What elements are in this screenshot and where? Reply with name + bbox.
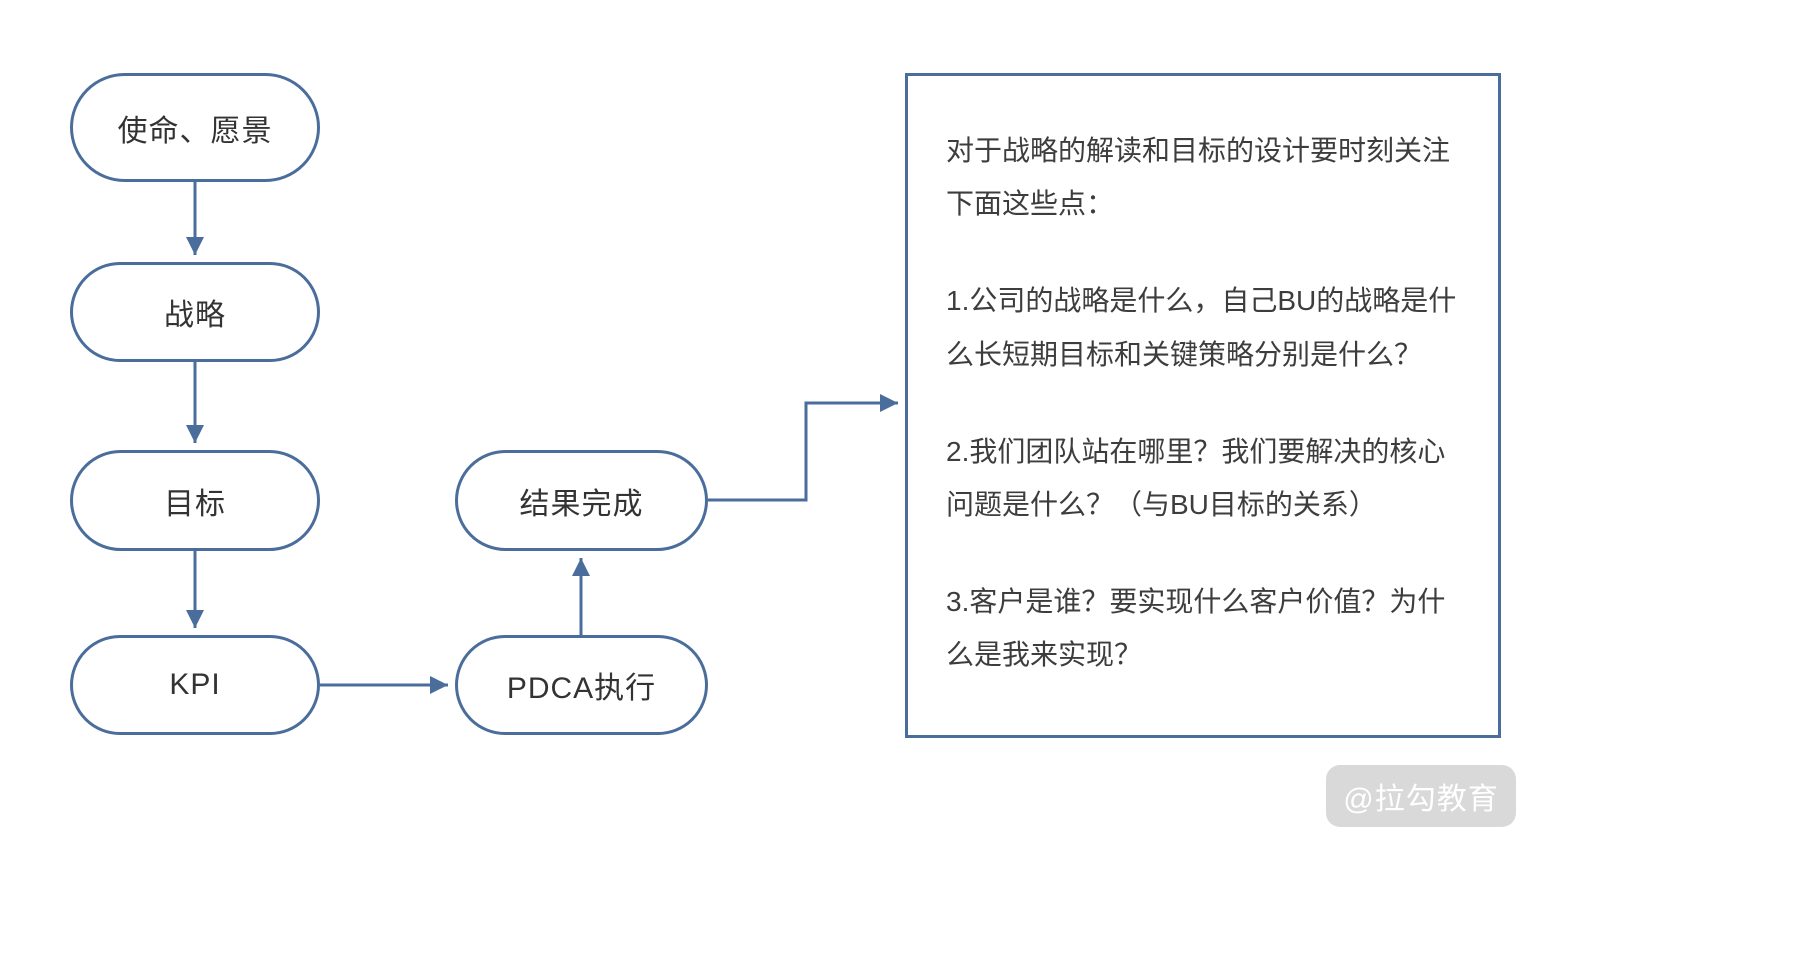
notes-point-1: 1.公司的战略是什么，自己BU的战略是什么长短期目标和关键策略分别是什么？: [946, 285, 1457, 370]
node-result-done-label: 结果完成: [519, 487, 644, 521]
notes-intro: 对于战略的解读和目标的设计要时刻关注下面这些点：: [946, 135, 1451, 220]
node-pdca-execution-label: PDCA执行: [506, 672, 657, 705]
node-goal-label: 目标: [164, 487, 226, 521]
node-kpi-label: KPI: [169, 668, 221, 701]
node-pdca-execution: PDCA执行: [455, 635, 708, 735]
arrow-result-to-notebox: [708, 394, 898, 502]
node-kpi: KPI: [70, 635, 320, 735]
watermark-text: @拉勾教育: [1343, 783, 1499, 816]
watermark-badge: @拉勾教育: [1326, 765, 1516, 827]
strategy-notes-box: 对于战略的解读和目标的设计要时刻关注下面这些点： 1.公司的战略是什么，自己BU…: [905, 73, 1501, 738]
node-strategy: 战略: [70, 262, 320, 362]
node-goal: 目标: [70, 450, 320, 551]
node-result-done: 结果完成: [455, 450, 708, 551]
notes-point-2: 2.我们团队站在哪里？我们要解决的核心问题是什么？（与BU目标的关系）: [946, 435, 1446, 520]
node-mission-vision: 使命、愿景: [70, 73, 320, 182]
notes-point-3: 3.客户是谁？要实现什么客户价值？为什么是我来实现？: [946, 586, 1446, 671]
node-mission-vision-label: 使命、愿景: [117, 114, 273, 148]
node-strategy-label: 战略: [164, 299, 226, 332]
